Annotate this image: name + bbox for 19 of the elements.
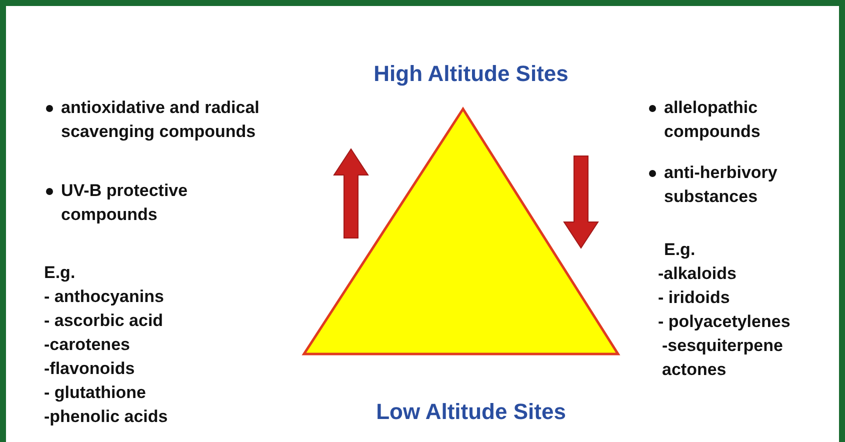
site-heading: High Altitude Sites (374, 61, 568, 87)
bullet-text: UV-B protective compounds (61, 180, 189, 226)
bullet-text: anti-herbivory substances (664, 162, 778, 208)
list-item: - glutathione (44, 382, 147, 404)
list-item: -flavonoids (44, 358, 136, 380)
list-item: - anthocyanins (44, 286, 165, 308)
list-item: -phenolic acids (44, 406, 169, 428)
list-item: -alkaloids (658, 263, 738, 285)
bullet-text: allelopathic compounds (664, 97, 762, 143)
list-item: -carotenes (44, 334, 131, 356)
triangle-shape (302, 106, 620, 356)
list-item: - ascorbic acid (44, 310, 164, 332)
site-heading: Low Altitude Sites (376, 399, 566, 425)
list-item: E.g. (664, 239, 696, 261)
bullet-text: antioxidative and radical scavenging compounds (61, 97, 260, 143)
list-item: E.g. (44, 262, 76, 284)
list-item: - polyacetylenes (658, 311, 792, 333)
list-item: -sesquiterpene actones (662, 335, 784, 381)
list-item: - iridoids (658, 287, 731, 309)
